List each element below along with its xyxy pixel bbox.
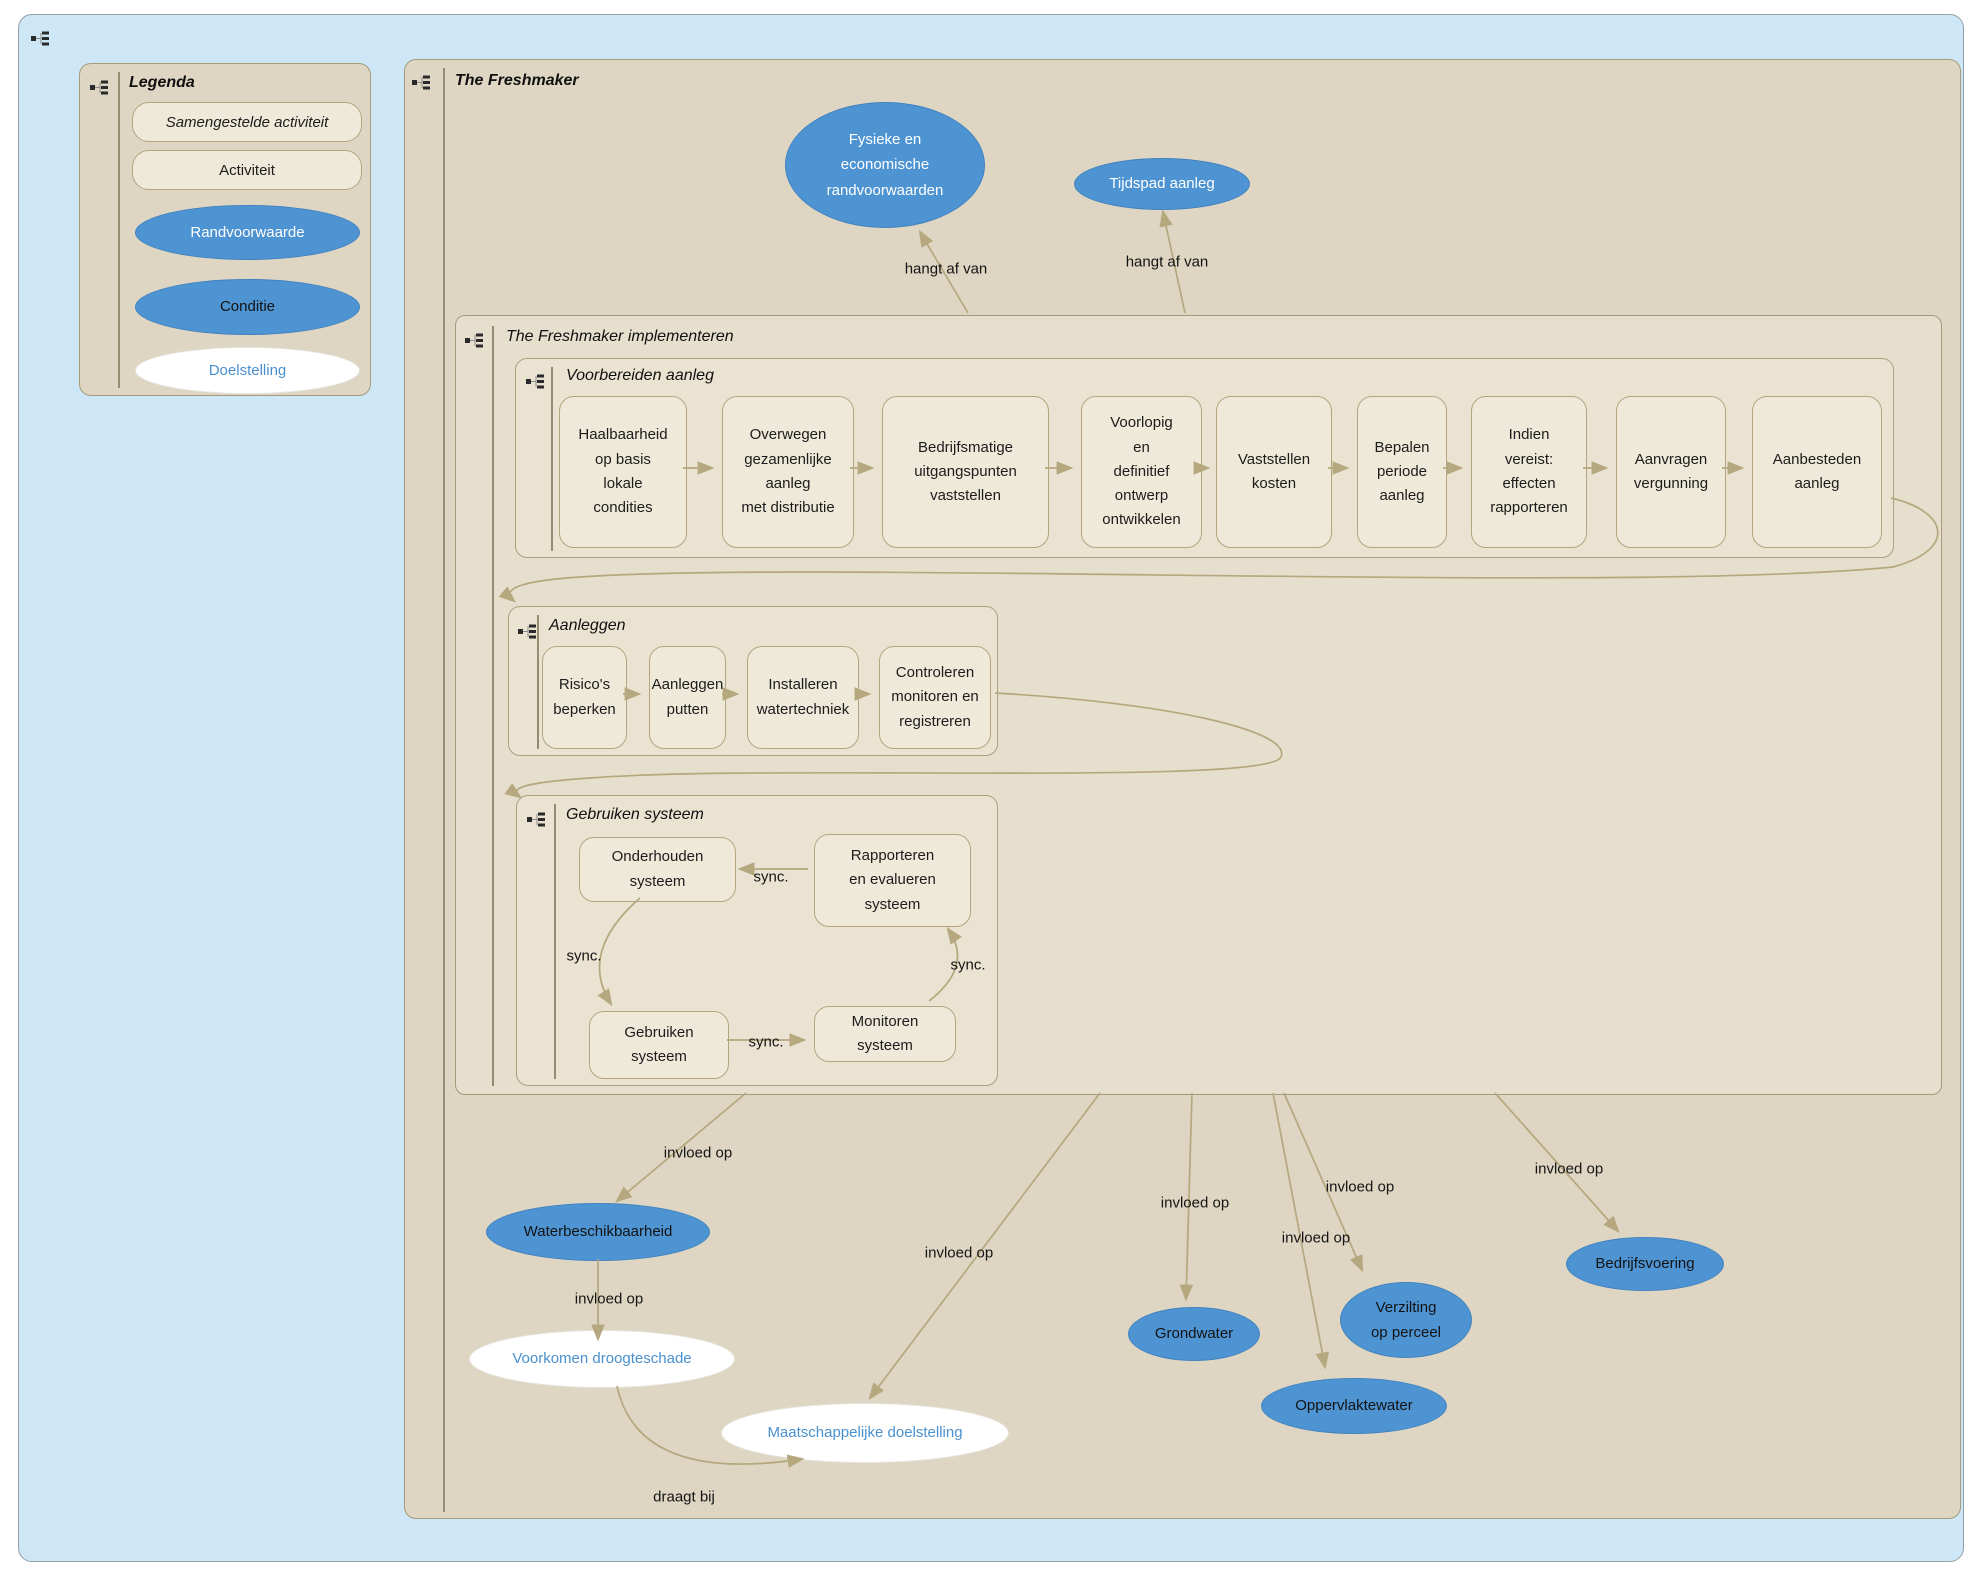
edge-label-influences-7: invloed op xyxy=(1534,1160,1604,1178)
edge-label-sync-4: sync. xyxy=(950,956,986,974)
decomposition-icon[interactable] xyxy=(90,80,110,95)
legend-precondition[interactable]: Randvoorwaarde xyxy=(135,205,360,260)
implementation-title: The Freshmaker implementeren xyxy=(506,328,734,345)
freshmaker-divider xyxy=(443,68,445,1512)
legend-activity[interactable]: Activiteit xyxy=(132,150,362,190)
construct-divider xyxy=(537,615,539,749)
legend-condition[interactable]: Conditie xyxy=(135,279,360,335)
activity-periode[interactable]: Bepalen periode aanleg xyxy=(1357,396,1447,548)
condition-groundwater[interactable]: Grondwater xyxy=(1128,1307,1260,1361)
condition-water-availability[interactable]: Waterbeschikbaarheid xyxy=(486,1203,710,1261)
goal-societal[interactable]: Maatschappelijke doelstelling xyxy=(721,1403,1009,1463)
edge-label-influences-5: invloed op xyxy=(1281,1229,1351,1247)
activity-controleren[interactable]: Controleren monitoren en registreren xyxy=(879,646,991,749)
activity-ontwerp[interactable]: Voorlopig en definitief ontwerp ontwikke… xyxy=(1081,396,1202,548)
freshmaker-title: The Freshmaker xyxy=(455,72,579,89)
implementation-divider xyxy=(492,326,494,1086)
condition-salinization[interactable]: Verzilting op perceel xyxy=(1340,1282,1472,1358)
edge-label-influences-6: invloed op xyxy=(1325,1178,1395,1196)
condition-business-operations[interactable]: Bedrijfsvoering xyxy=(1566,1237,1724,1291)
edge-label-sync-1: sync. xyxy=(753,868,789,886)
construct-title: Aanleggen xyxy=(549,617,626,634)
activity-monitoren[interactable]: Monitoren systeem xyxy=(814,1006,956,1062)
legend-divider xyxy=(118,72,120,388)
decomposition-icon[interactable] xyxy=(518,624,538,639)
use-divider xyxy=(554,804,556,1079)
activity-effecten[interactable]: Indien vereist: effecten rapporteren xyxy=(1471,396,1587,548)
activity-gebruiken[interactable]: Gebruiken systeem xyxy=(589,1011,729,1079)
prepare-divider xyxy=(551,367,553,551)
activity-risicos[interactable]: Risico's beperken xyxy=(542,646,627,749)
activity-vergunning[interactable]: Aanvragen vergunning xyxy=(1616,396,1726,548)
legend-panel[interactable]: Legenda Samengestelde activiteit Activit… xyxy=(79,63,371,396)
edge-label-sync-2: sync. xyxy=(566,947,602,965)
decomposition-icon[interactable] xyxy=(527,812,547,827)
decomposition-icon[interactable] xyxy=(465,333,485,348)
legend-composite-activity[interactable]: Samengestelde activiteit xyxy=(132,102,362,142)
legend-title: Legenda xyxy=(129,74,195,91)
edge-label-contributes: draagt bij xyxy=(653,1488,715,1506)
activity-watertechniek[interactable]: Installeren watertechniek xyxy=(747,646,859,749)
edge-label-depends-1: hangt af van xyxy=(904,260,988,278)
edge-label-influences-3: invloed op xyxy=(924,1244,994,1262)
implementation-panel[interactable]: The Freshmaker implementeren Voorbereide… xyxy=(455,315,1942,1095)
activity-kosten[interactable]: Vaststellen kosten xyxy=(1216,396,1332,548)
edge-label-influences-4: invloed op xyxy=(1160,1194,1230,1212)
precondition-physical-economic[interactable]: Fysieke en economische randvoorwaarden xyxy=(785,102,985,228)
construct-panel[interactable]: Aanleggen Risico's beperken Aanleggen pu… xyxy=(508,606,998,756)
precondition-timeline[interactable]: Tijdspad aanleg xyxy=(1074,158,1250,210)
activity-aanbesteden[interactable]: Aanbesteden aanleg xyxy=(1752,396,1882,548)
edge-label-depends-2: hangt af van xyxy=(1125,253,1209,271)
activity-putten[interactable]: Aanleggen putten xyxy=(649,646,726,749)
edge-label-sync-3: sync. xyxy=(748,1033,784,1051)
edge-label-influences-1: invloed op xyxy=(663,1144,733,1162)
decomposition-icon[interactable] xyxy=(31,31,51,46)
activity-overwegen[interactable]: Overwegen gezamenlijke aanleg met distri… xyxy=(722,396,854,548)
activity-rapporteren[interactable]: Rapporteren en evalueren systeem xyxy=(814,834,971,927)
decomposition-icon[interactable] xyxy=(526,374,546,389)
prepare-panel[interactable]: Voorbereiden aanleg Haalbaarheid op basi… xyxy=(515,358,1894,558)
condition-surface-water[interactable]: Oppervlaktewater xyxy=(1261,1378,1447,1434)
goal-drought-damage[interactable]: Voorkomen droogteschade xyxy=(469,1330,735,1388)
diagram-canvas: Legenda Samengestelde activiteit Activit… xyxy=(18,14,1964,1562)
decomposition-icon[interactable] xyxy=(412,75,432,90)
legend-goal[interactable]: Doelstelling xyxy=(135,347,360,394)
use-panel[interactable]: Gebruiken systeem Onderhouden systeem Ra… xyxy=(516,795,998,1086)
edge-label-influences-2: invloed op xyxy=(574,1290,644,1308)
prepare-title: Voorbereiden aanleg xyxy=(566,367,714,384)
use-title: Gebruiken systeem xyxy=(566,806,704,823)
activity-onderhouden[interactable]: Onderhouden systeem xyxy=(579,837,736,902)
activity-bedrijfsmatige[interactable]: Bedrijfsmatige uitgangspunten vaststelle… xyxy=(882,396,1049,548)
activity-haalbaarheid[interactable]: Haalbaarheid op basis lokale condities xyxy=(559,396,687,548)
